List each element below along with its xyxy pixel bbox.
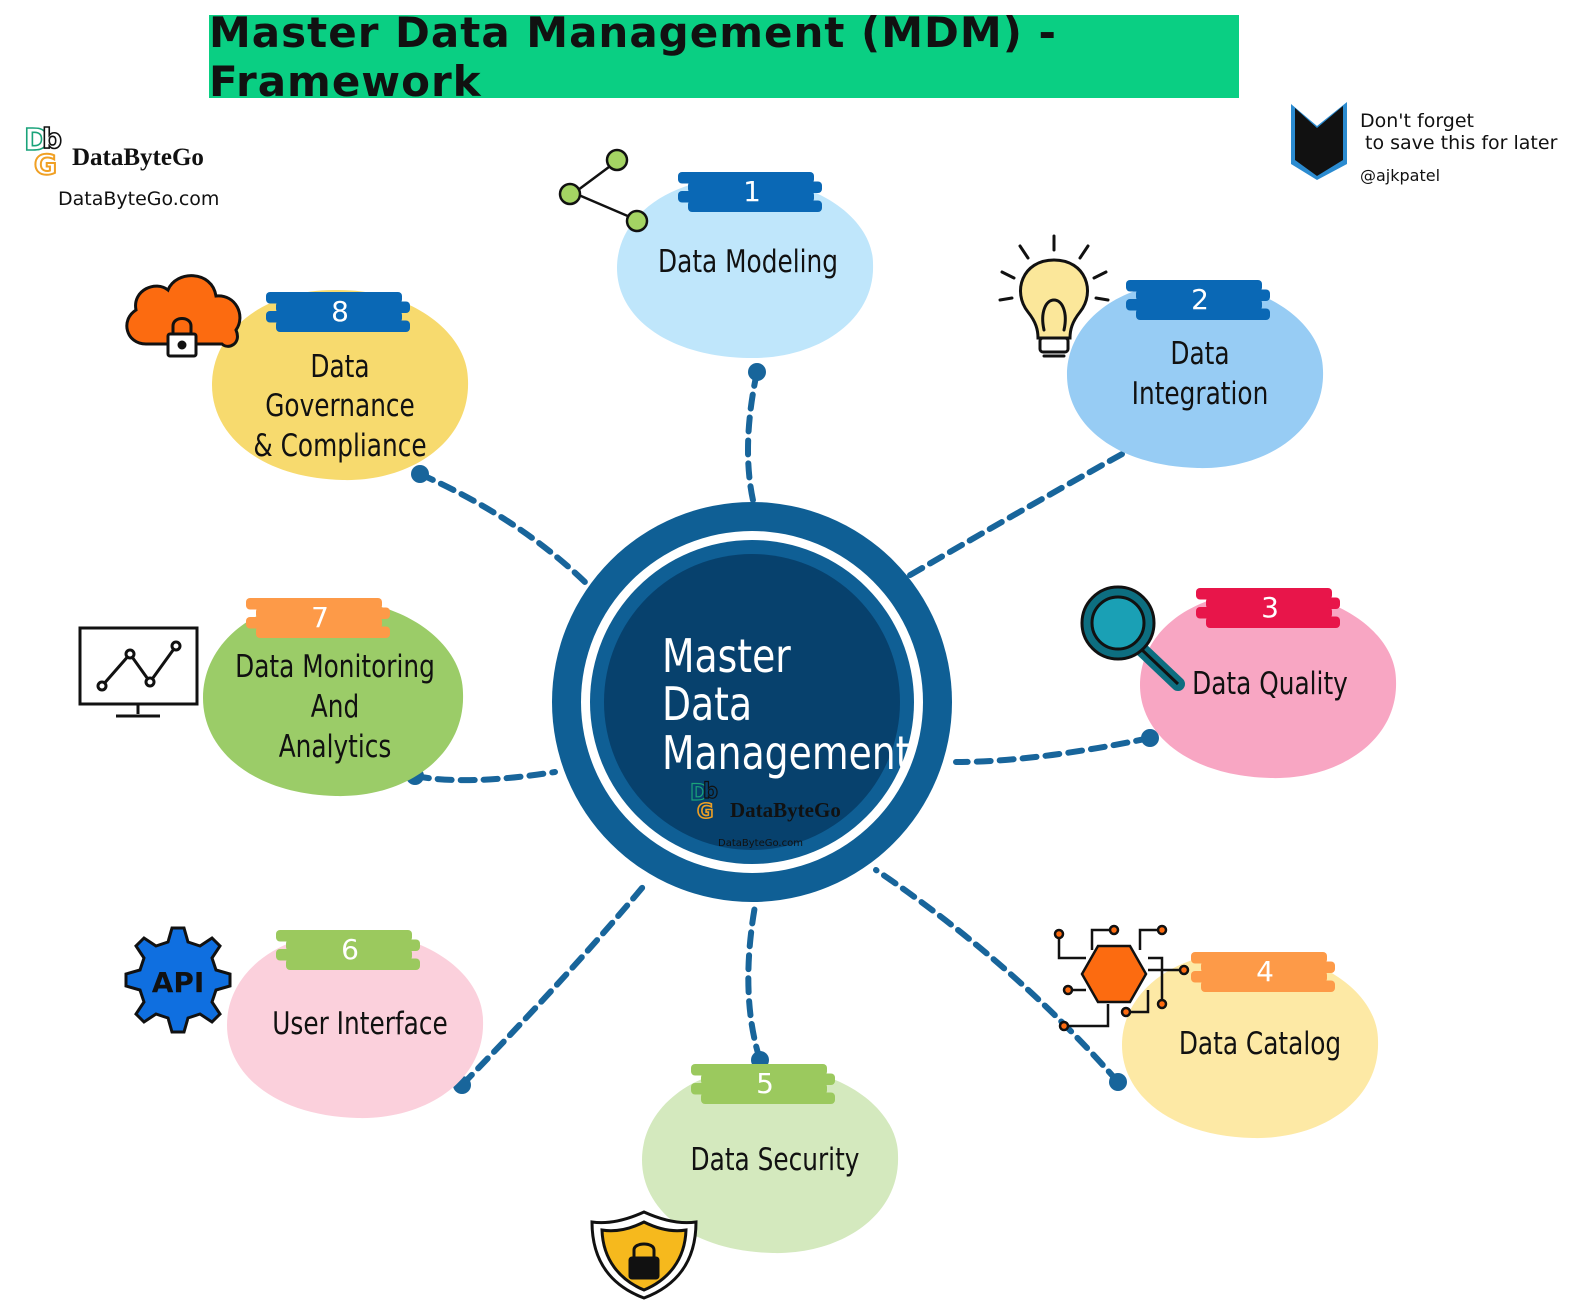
connector-dot [748,363,766,381]
chip-icon [1053,924,1190,1032]
monitor-chart-icon [78,626,199,718]
connector-line [953,735,1153,765]
save-reminder: Don't forget to save this for later @ajk… [1360,110,1585,185]
node-label-line: Data Governance [265,348,415,425]
node-number: 7 [311,600,329,634]
svg-text:D: D [690,781,708,806]
title-banner: Master Data Management (MDM) - Framework [209,8,1239,106]
node-label-line: Data Quality [1192,666,1348,703]
hub-title: Master Data Management [662,629,911,780]
node-label-line: User Interface [272,1006,448,1043]
node-blob [227,931,484,1119]
connector-line [745,903,763,1063]
node-label: Data Modeling [652,228,844,298]
node-number: 5 [756,1066,774,1100]
node-label-line: Data Security [690,1142,860,1179]
brand-url: DataByteGo.com [58,188,220,210]
number-badge [678,172,822,212]
node-number: 4 [1256,954,1274,988]
lightbulb-icon [998,234,1110,358]
magnifier-icon [1080,585,1185,691]
node-blob [1067,281,1324,469]
share-icon [558,148,649,233]
number-badge [246,598,390,638]
svg-text:D: D [24,123,49,158]
hub-logo-icon: D b G [689,778,718,823]
connector-line [873,867,1121,1085]
node-label: User Interface [264,990,456,1060]
node-label: Data Security [679,1126,871,1196]
node-number: 1 [743,174,761,208]
node-blob [642,1066,899,1254]
node-label-line: Data Modeling [658,244,838,281]
node-blob [212,289,469,481]
save-line-1: Don't forget [1360,110,1474,132]
node-label-line: Analytics [278,728,392,765]
number-badge [276,930,420,970]
node-number: 8 [331,294,349,328]
page-title: Master Data Management (MDM) - Framework [209,7,1057,106]
brand-name: DataByteGo [72,144,204,171]
save-line-2: to save this for later [1365,132,1558,154]
connector-line [902,440,1145,581]
connector-dot [1141,729,1159,747]
node-number: 6 [341,932,359,966]
node-number: 3 [1261,590,1279,624]
node-label-line: Data Integration [1131,336,1269,412]
number-badge [1126,280,1270,320]
number-badge [1191,952,1335,992]
node-label-line: & Compliance [253,427,427,464]
node-label: Data Governance& Compliance [244,349,436,464]
connector-dot [1109,1073,1127,1091]
connector-line [417,471,598,595]
hub-title-line: Management [662,725,911,780]
brand-logo-icon: D b G [24,122,63,180]
brand-block: D b G DataByteGo DataByteGo.com [24,122,264,222]
svg-text:G: G [697,799,713,823]
node-blob-group [203,172,1397,1254]
connector-line [412,769,558,784]
number-badge [691,1064,835,1104]
node-label: Data Catalog [1164,1010,1356,1080]
shield-lock-icon [590,1210,698,1300]
hub-core [604,554,900,850]
connector-dot [411,465,429,483]
node-blob [617,177,874,359]
hub-brand-url: DataByteGo.com [718,838,803,849]
connector-line [459,879,650,1088]
number-badge [1196,588,1340,628]
node-label-line: Data Catalog [1178,1026,1342,1063]
hub-title-line: Data [662,677,753,732]
node-label: Data Integration [1104,336,1296,412]
author-handle: @ajkpatel [1360,166,1441,185]
api-gear-icon: API [124,926,232,1034]
number-badge [266,292,410,332]
svg-text:b: b [42,122,62,155]
node-label: Data Quality [1174,650,1366,720]
node-label-line: Data Monitoring [235,649,435,686]
node-blob [1122,951,1379,1139]
connector-group [406,363,1159,1094]
bookmark-icon [1291,102,1347,180]
hub-brand-name: DataByteGo [730,798,841,822]
connector-line [745,369,760,519]
svg-text:API: API [152,966,205,999]
cloud-lock-icon [125,274,242,358]
node-label-line: And [310,689,360,726]
node-number: 2 [1191,282,1209,316]
hub-title-line: Master [662,629,791,683]
svg-text:b: b [703,779,718,803]
node-blob [1140,591,1397,779]
svg-text:G: G [34,148,57,180]
node-blob [203,599,464,797]
